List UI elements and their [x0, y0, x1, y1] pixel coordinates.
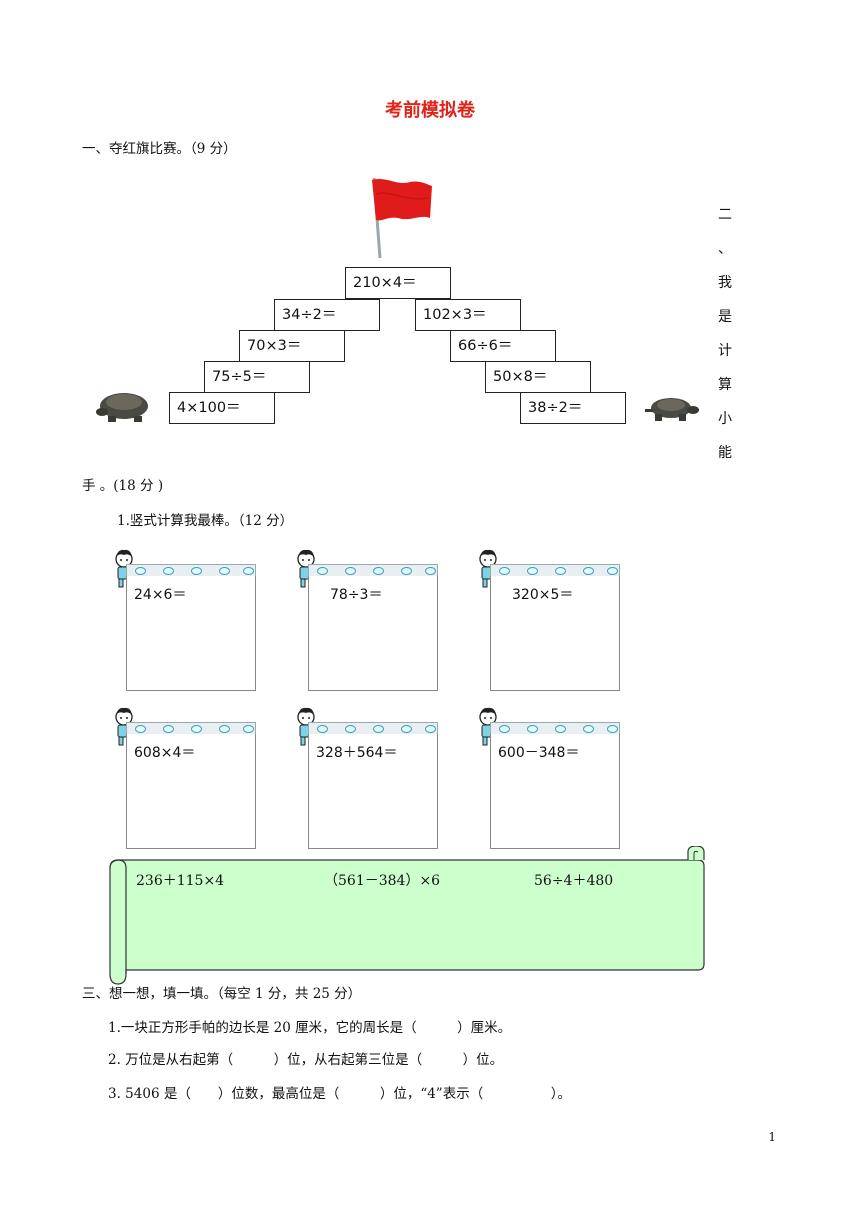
board-expression: 608×4＝ — [134, 745, 196, 761]
section2-heading-char: 、 — [718, 241, 732, 257]
binder-ring-icon — [243, 725, 254, 733]
section3-heading: 三、想一想，填一填。（每空 1 分，共 25 分） — [82, 986, 362, 1002]
calculation-board: 328＋564＝ — [292, 706, 438, 854]
red-flag-icon — [372, 177, 432, 259]
binder-ring-icon — [555, 567, 566, 575]
binder-ring-icon — [191, 567, 202, 575]
scroll-banner: 236＋115×4 （561－384）×6 56÷4＋480 — [106, 846, 706, 986]
page-title: 考前模拟卷 — [385, 100, 475, 121]
binder-ring-icon — [583, 725, 594, 733]
scroll-expr-2: （561－384）×6 — [324, 873, 441, 889]
scroll-expr-3: 56÷4＋480 — [534, 873, 614, 889]
calculation-board: 24×6＝ — [110, 548, 256, 696]
binder-ring-icon — [499, 725, 510, 733]
section2-heading-char: 计 — [718, 343, 732, 359]
section2-heading-char: 是 — [718, 309, 732, 325]
section2-heading-char: 算 — [718, 377, 732, 393]
binder-ring-icon — [345, 725, 356, 733]
calculation-board: 78÷3＝ — [292, 548, 438, 696]
section2-heading-tail: 手 。(18 分 ) — [82, 478, 164, 494]
section1-heading: 一、夺红旗比赛。（9 分） — [82, 141, 237, 157]
pyramid-box-5: 66÷6＝ — [450, 330, 556, 362]
binder-ring-icon — [317, 567, 328, 575]
pyramid-box-2: 34÷2＝ — [274, 299, 380, 331]
calculation-board: 600－348＝ — [474, 706, 620, 854]
binder-ring-icon — [317, 725, 328, 733]
pyramid-box-8: 4×100＝ — [169, 392, 275, 424]
turtle-left-icon — [96, 393, 148, 422]
binder-ring-icon — [163, 725, 174, 733]
binder-ring-icon — [607, 567, 618, 575]
board-expression: 320×5＝ — [512, 587, 574, 603]
subsection-1-heading: 1.竖式计算我最棒。（12 分） — [117, 513, 294, 529]
pyramid-box-3: 102×3＝ — [415, 299, 521, 331]
section2-heading-char: 能 — [718, 445, 732, 461]
board-expression: 24×6＝ — [134, 587, 187, 603]
fill-in-item-2: 2. 万位是从右起第（ ）位，从右起第三位是（ ）位。 — [108, 1052, 504, 1068]
fill-in-item-1: 1.一块正方形手帕的边长是 20 厘米，它的周长是（ ）厘米。 — [108, 1020, 512, 1036]
pyramid-box-9: 38÷2＝ — [520, 392, 626, 424]
section2-heading-char: 我 — [718, 275, 732, 291]
binder-ring-icon — [425, 567, 436, 575]
binder-ring-icon — [135, 567, 146, 575]
fill-in-item-3: 3. 5406 是（ ）位数，最高位是（ ）位，“4”表示（ ）。 — [108, 1086, 571, 1102]
binder-ring-icon — [499, 567, 510, 575]
section2-heading-char: 小 — [718, 411, 732, 427]
binder-ring-icon — [583, 567, 594, 575]
calculation-board: 320×5＝ — [474, 548, 620, 696]
binder-ring-icon — [345, 567, 356, 575]
board-expression: 600－348＝ — [498, 745, 580, 761]
binder-ring-icon — [425, 725, 436, 733]
binder-ring-icon — [135, 725, 146, 733]
binder-ring-icon — [219, 567, 230, 575]
binder-ring-icon — [401, 567, 412, 575]
binder-ring-icon — [555, 725, 566, 733]
pyramid-box-6: 75÷5＝ — [204, 361, 310, 393]
section2-heading-char: 二 — [718, 207, 732, 223]
board-expression: 328＋564＝ — [316, 745, 398, 761]
turtle-right-icon — [645, 398, 699, 421]
binder-ring-icon — [373, 725, 384, 733]
binder-ring-icon — [373, 567, 384, 575]
binder-ring-icon — [607, 725, 618, 733]
pyramid-box-4: 70×3＝ — [239, 330, 345, 362]
binder-ring-icon — [191, 725, 202, 733]
pyramid-box-1: 210×4＝ — [345, 267, 451, 299]
pyramid-box-7: 50×8＝ — [485, 361, 591, 393]
board-expression: 78÷3＝ — [330, 587, 383, 603]
binder-ring-icon — [243, 567, 254, 575]
binder-ring-icon — [401, 725, 412, 733]
scroll-expr-1: 236＋115×4 — [136, 873, 225, 889]
binder-ring-icon — [163, 567, 174, 575]
binder-ring-icon — [527, 725, 538, 733]
binder-ring-icon — [219, 725, 230, 733]
page-number: 1 — [768, 1130, 776, 1144]
calculation-board: 608×4＝ — [110, 706, 256, 854]
binder-ring-icon — [527, 567, 538, 575]
